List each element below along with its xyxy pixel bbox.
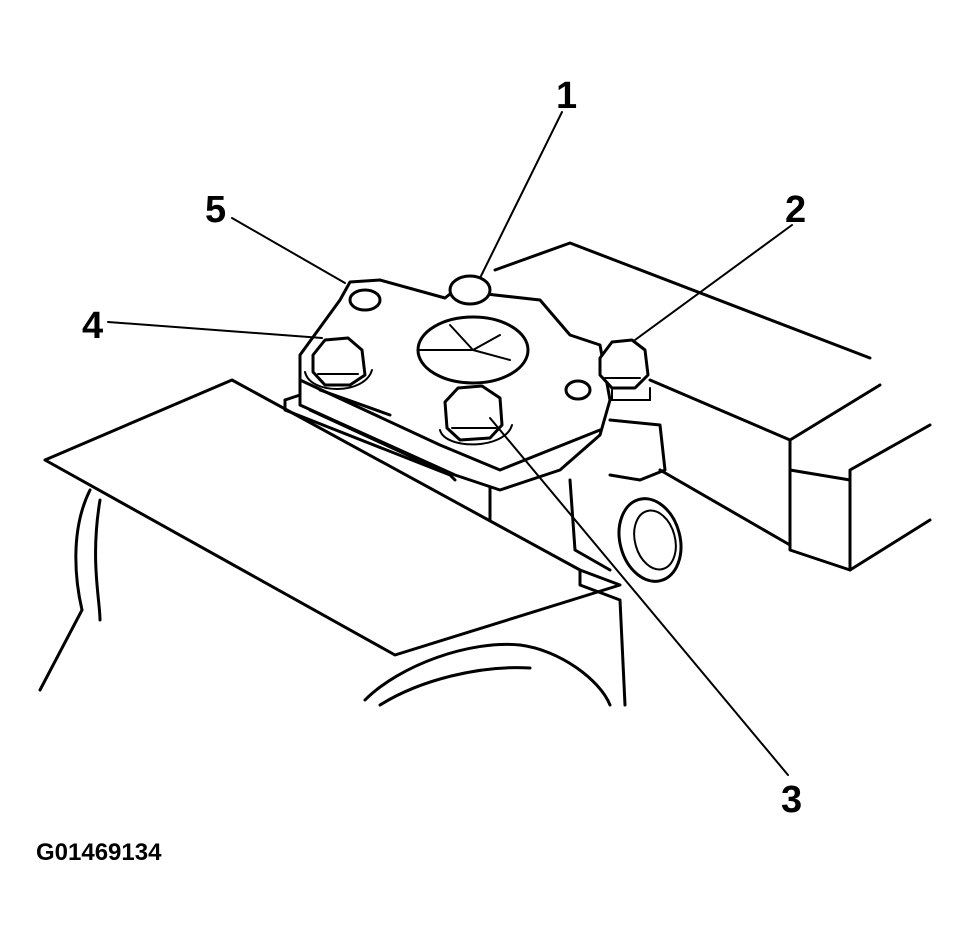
leader-line-2 [634,224,793,341]
callout-3: 3 [781,779,802,821]
leader-lines [107,111,793,776]
bolt-4 [304,336,373,390]
leader-line-5 [231,217,346,284]
left-housing [38,378,627,707]
callout-5: 5 [205,189,226,231]
flange-plate [283,278,612,492]
callout-1: 1 [556,75,577,117]
callout-2: 2 [785,189,806,231]
valve-body [488,418,683,583]
figure-id: G01469134 [36,839,162,866]
right-block [493,241,932,572]
leader-line-4 [107,321,323,339]
leader-line-1 [479,111,563,279]
callout-4: 4 [82,305,103,347]
bolt-1 [448,274,492,306]
bolt-3 [439,384,513,446]
bolt-2 [598,338,651,401]
leader-line-3 [489,417,789,776]
